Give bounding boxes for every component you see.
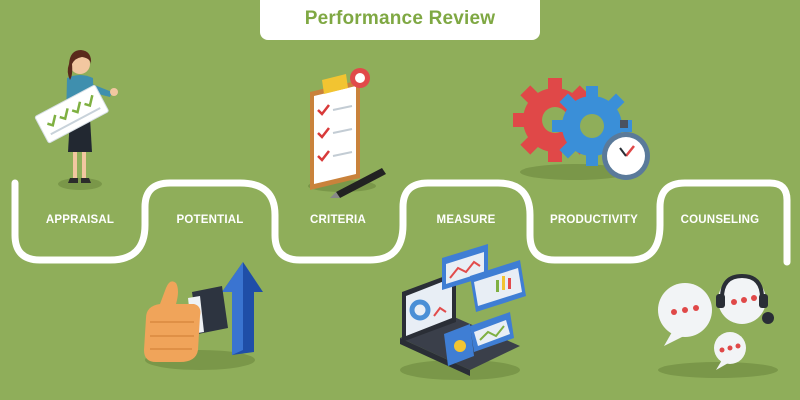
- laptop-charts-icon: [400, 244, 526, 380]
- diagram-title: Performance Review: [304, 8, 496, 29]
- thumbs-up-arrow-icon: [144, 262, 263, 370]
- step-label-counseling: COUNSELING: [680, 214, 760, 226]
- step-label-criteria: CRITERIA: [310, 214, 366, 226]
- step-label-appraisal: APPRAISAL: [45, 214, 115, 226]
- step-label-potential: POTENTIAL: [176, 214, 244, 226]
- chat-bubbles-headset-icon: [658, 273, 778, 378]
- gears-stopwatch-icon: [513, 78, 650, 180]
- process-path: [11, 179, 791, 266]
- title-box: Performance Review: [260, 0, 540, 40]
- clipboard-checklist-icon: [308, 68, 386, 198]
- step-label-measure: MEASURE: [436, 214, 496, 226]
- step-label-productivity: PRODUCTIVITY: [549, 214, 638, 226]
- woman-with-checklist-icon: [34, 50, 118, 190]
